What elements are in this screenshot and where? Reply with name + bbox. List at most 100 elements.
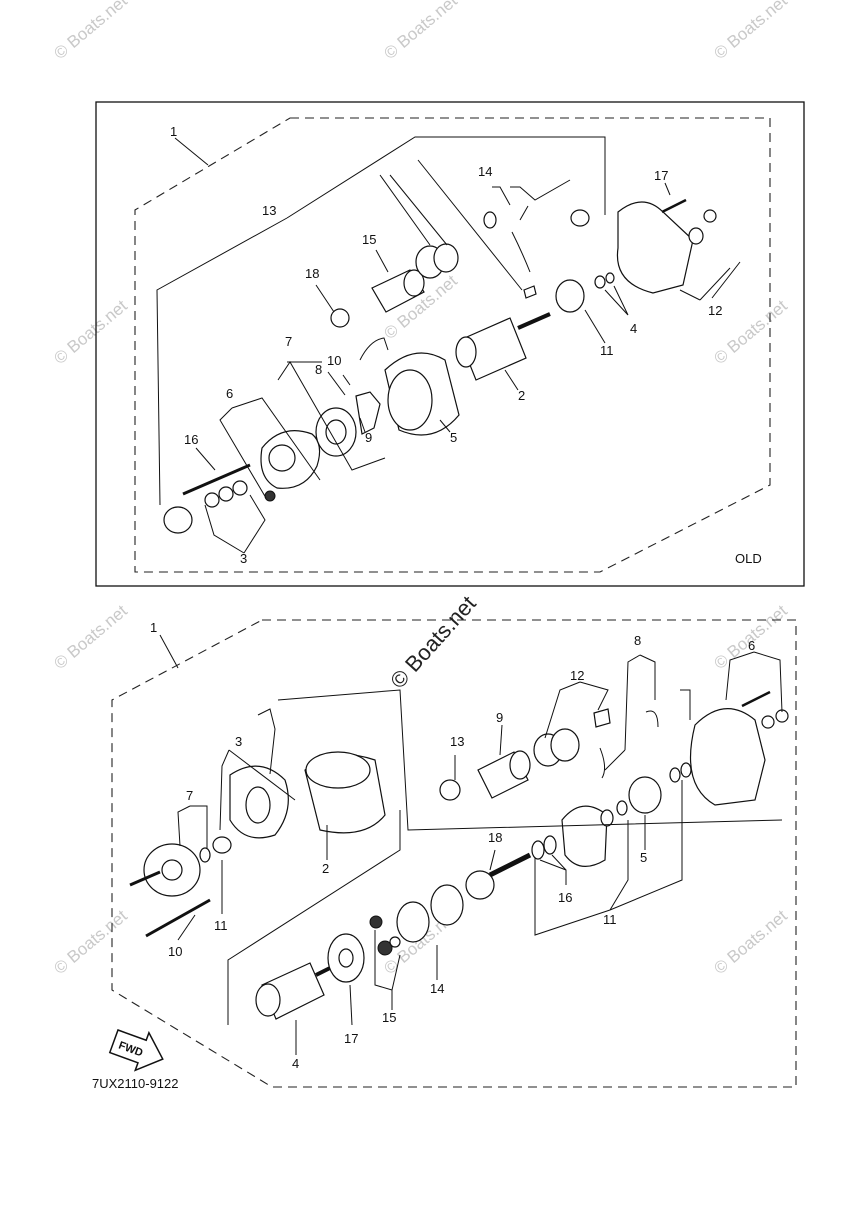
watermark: © Boats.net [50, 906, 131, 978]
old-brush-holder-hub [325, 419, 347, 445]
callout-4: 4 [630, 321, 637, 336]
old-bearing [268, 444, 296, 472]
new-solenoid-end [509, 750, 531, 780]
old-leader-2 [504, 369, 519, 391]
old-shaft [517, 312, 551, 330]
callout-16: 16 [184, 432, 198, 447]
old-spacer [523, 285, 537, 299]
old-solenoid-end [403, 269, 425, 297]
watermark-layer: © Boats.net © Boats.net © Boats.net © Bo… [50, 0, 791, 978]
callout-10: 10 [327, 353, 341, 368]
new-leader-1c [227, 810, 401, 1025]
callout-14: 14 [430, 981, 444, 996]
new-plate [550, 728, 580, 762]
callout-2: 2 [518, 388, 525, 403]
new-clutch-housing [561, 805, 608, 867]
callout-10: 10 [168, 944, 182, 959]
new-leader-18 [489, 849, 496, 871]
new-spacer [593, 708, 611, 728]
old-washer [218, 486, 234, 502]
old-leader-11 [584, 309, 606, 344]
old-leader-13 [156, 217, 288, 506]
old-washer [204, 492, 220, 508]
old-commutator [455, 336, 477, 368]
new-bearing [199, 847, 211, 863]
new-plate-hub [338, 948, 354, 968]
old-front-housing [616, 201, 694, 294]
old-leader-14 [492, 179, 571, 206]
watermark-center: © Boats.net [385, 591, 481, 693]
old-leader-13b [286, 136, 606, 219]
new-output-shaft [488, 852, 532, 878]
callout-11: 11 [600, 343, 614, 358]
callout-7: 7 [285, 334, 292, 349]
callout-3: 3 [235, 734, 242, 749]
new-ring [600, 809, 614, 827]
old-stop-ring [594, 275, 606, 289]
new-leader-15 [374, 930, 401, 1010]
callout-2: 2 [322, 861, 329, 876]
old-yoke-end [387, 369, 433, 431]
new-planet-carrier [465, 870, 495, 900]
old-grommet [570, 209, 590, 227]
old-leader-4 [604, 285, 629, 316]
new-leader-17 [349, 984, 353, 1026]
callout-5: 5 [450, 430, 457, 445]
old-leader-17 [664, 182, 671, 196]
old-pinion [555, 279, 585, 313]
new-gear [377, 940, 393, 956]
old-through-bolt [182, 463, 251, 496]
new-bushing [761, 715, 775, 729]
callout-3: 3 [240, 551, 247, 566]
old-leader-16 [195, 447, 216, 471]
new-dashed-outline [111, 619, 797, 1088]
old-leader-15 [375, 249, 389, 273]
old-nut [264, 490, 276, 502]
new-leader-8 [604, 654, 656, 771]
callout-17: 17 [344, 1031, 358, 1046]
callout-9: 9 [496, 710, 503, 725]
new-plunger [439, 779, 461, 801]
new-leader-3 [219, 749, 296, 831]
old-leader-6 [219, 397, 321, 499]
callout-4: 4 [292, 1056, 299, 1071]
old-spring [483, 211, 497, 229]
old-leader-13c [379, 159, 523, 291]
callout-1: 1 [170, 124, 177, 139]
callout-11: 11 [214, 918, 228, 933]
old-leader-5 [439, 419, 451, 433]
new-leader-12 [544, 681, 609, 739]
watermark: © Boats.net [380, 0, 461, 63]
old-leader-12 [679, 261, 741, 301]
new-washer [543, 835, 557, 855]
old-frame [95, 101, 805, 587]
new-washer [531, 840, 545, 860]
old-assembly: 1 2 3 4 5 6 7 8 9 10 11 12 13 14 15 16 1… [95, 101, 805, 587]
new-brush-holder-hub [245, 786, 271, 824]
callout-6: 6 [226, 386, 233, 401]
new-shaft [315, 966, 331, 977]
new-lever [599, 710, 659, 779]
new-commutator [255, 983, 281, 1017]
new-through-bolt [145, 898, 211, 938]
new-rear-cover-hub [161, 859, 183, 881]
old-rear-cap [163, 506, 193, 534]
callout-6: 6 [748, 638, 755, 653]
new-gear [389, 936, 401, 948]
old-bushing [688, 227, 704, 245]
new-leader-1b [277, 689, 783, 831]
old-leader-8 [327, 371, 346, 396]
old-brush [355, 391, 381, 435]
old-screw [661, 198, 687, 214]
new-o-ring [430, 884, 464, 926]
new-leader-1 [159, 634, 179, 669]
new-leader-9 [499, 724, 503, 756]
new-leader-6 [725, 651, 783, 713]
old-leader-3 [204, 494, 266, 554]
watermark: © Boats.net [50, 0, 131, 63]
old-lever [511, 205, 531, 273]
old-clip [605, 272, 615, 284]
old-leader-1 [174, 137, 209, 166]
